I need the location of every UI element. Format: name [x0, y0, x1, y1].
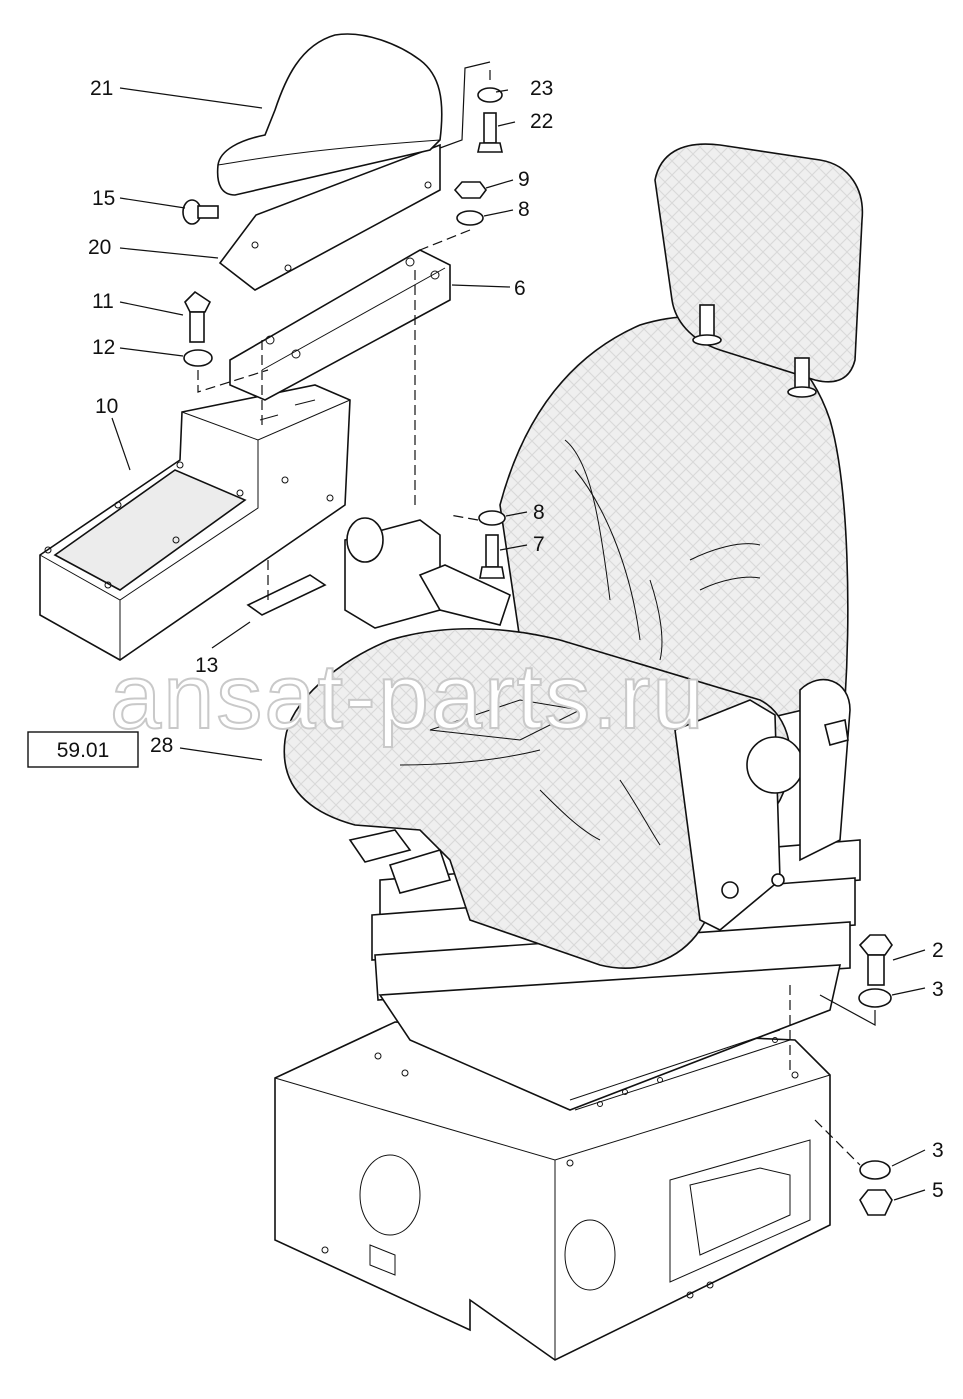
callout-3-upper: 3 — [932, 978, 944, 1001]
callout-23: 23 — [530, 77, 553, 100]
callout-5: 5 — [932, 1179, 944, 1202]
armrest-pad-21 — [216, 33, 443, 196]
callout-8-upper: 8 — [518, 198, 530, 221]
callout-3-lower: 3 — [932, 1139, 944, 1162]
callout-11: 11 — [92, 290, 114, 313]
callout-2: 2 — [932, 939, 944, 962]
callout-13: 13 — [195, 654, 218, 677]
reference-box — [27, 731, 139, 768]
mounting-plate-13 — [246, 574, 327, 616]
armrest-brackets — [344, 517, 851, 931]
callout-20: 20 — [88, 236, 111, 259]
seat-cushion — [283, 627, 792, 969]
callout-6: 6 — [514, 277, 526, 300]
watermark: ansat-parts.ru — [110, 646, 706, 748]
callout-15: 15 — [92, 187, 115, 210]
callout-28: 28 — [150, 734, 173, 757]
callout-10: 10 — [95, 395, 118, 418]
hardware — [182, 87, 893, 1216]
leader-lines — [111, 61, 926, 1201]
seat-base-box — [274, 1021, 831, 1361]
armrest-bracket-20 — [218, 143, 441, 291]
control-console — [39, 384, 351, 661]
callout-numbers: 21 23 22 15 9 8 20 6 11 12 10 8 7 13 28 … — [88, 77, 944, 1202]
seat-headrest — [654, 143, 864, 398]
reference-box-label: 59.01 — [57, 739, 110, 762]
callout-9: 9 — [518, 168, 530, 191]
callout-7: 7 — [533, 533, 545, 556]
callout-8-lower: 8 — [533, 501, 545, 524]
callout-22: 22 — [530, 110, 553, 133]
callout-21: 21 — [90, 77, 113, 100]
callout-12: 12 — [92, 336, 115, 359]
